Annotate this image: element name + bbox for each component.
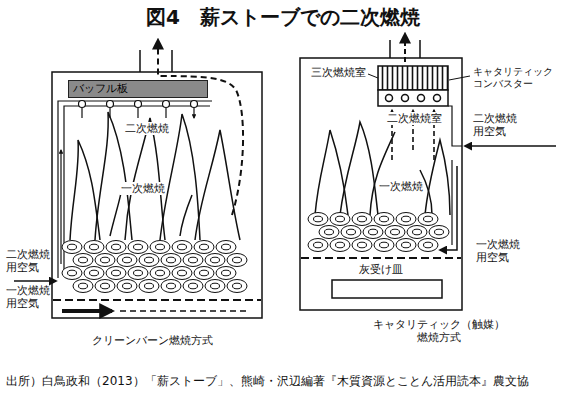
baffle-air-nozzles (79, 101, 198, 119)
part-label: キャタリティック コンバスター (473, 66, 557, 90)
figure-title: 図4 薪ストーブでの二次燃焼 (146, 5, 420, 29)
part-label: 一次燃焼 用空気 (476, 238, 522, 263)
part-label: 一次燃焼 用空気 (6, 284, 54, 310)
part-label: クリーンバーン燃焼方式 (92, 334, 213, 347)
part-label: 二次燃焼 用空気 (6, 248, 54, 274)
part-label: 二次燃焼 (124, 122, 170, 135)
flow-arrows (392, 34, 556, 250)
part-label: 灰受け皿 (358, 263, 404, 276)
part-label: キャタリティック（触媒） 燃焼方式 (370, 318, 509, 344)
part-label: 二次燃焼室 (386, 112, 443, 125)
part-label: 一次燃焼 (120, 182, 166, 195)
part-label: 二次燃焼 用空気 (473, 112, 519, 137)
source-caption: 出所）白鳥政和（2013）「薪ストーブ」、熊崎・沢辺編著『木質資源とことん活用読… (6, 374, 529, 388)
part-label: 一次燃焼 (378, 180, 424, 193)
catalytic-stove (300, 40, 470, 310)
node-text: バッフル板 (73, 83, 128, 95)
part-label: 三次燃焼室 (310, 66, 367, 79)
baffle-plate: バッフル板 (68, 80, 208, 98)
firewood-logs (62, 213, 449, 293)
clean-burn-stove (52, 40, 262, 318)
